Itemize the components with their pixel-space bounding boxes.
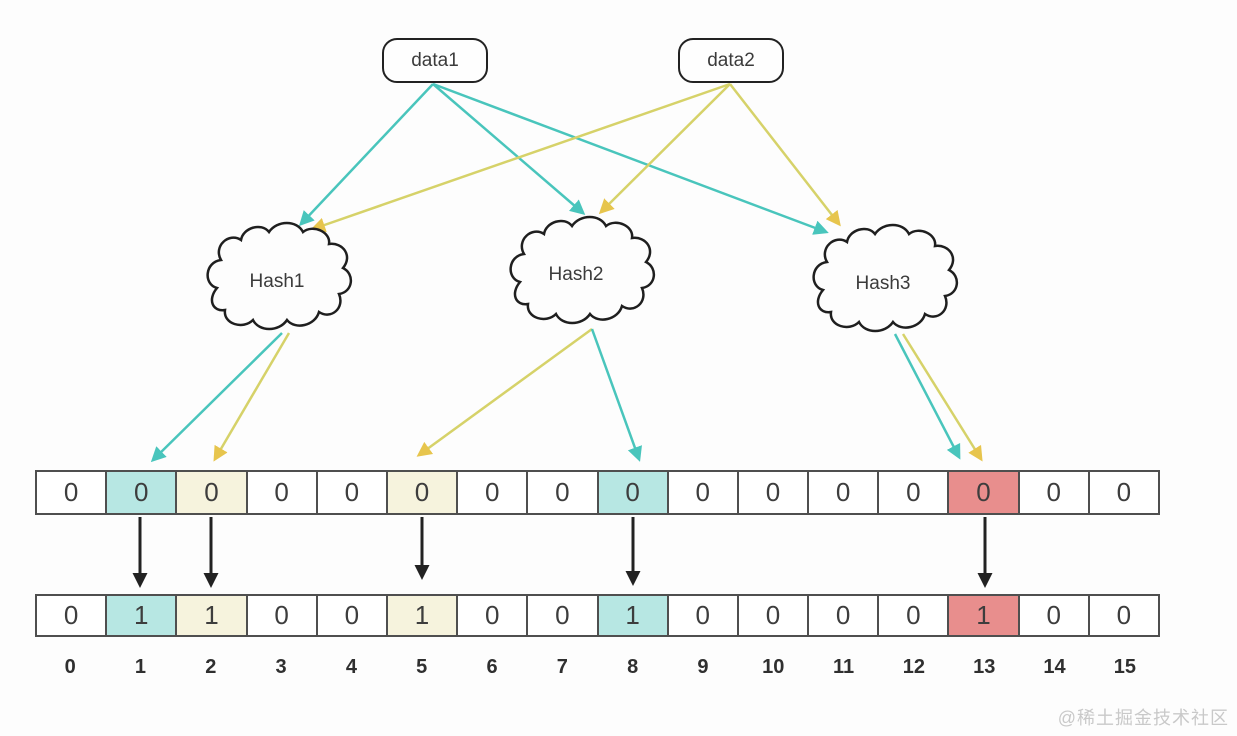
bit-after-cell-5: 1 bbox=[387, 596, 459, 635]
arrow-hash2-cell5 bbox=[416, 327, 593, 457]
arrow-hash3-cell13 bbox=[901, 333, 983, 462]
arrow-hash2-cell8 bbox=[590, 328, 642, 462]
hash2-label: Hash2 bbox=[548, 264, 604, 285]
bit-before-cell-15: 0 bbox=[1089, 472, 1158, 513]
arrow-data1-hash1 bbox=[298, 83, 434, 227]
index-label-1: 1 bbox=[134, 655, 147, 678]
bit-before-cell-8: 0 bbox=[598, 472, 669, 513]
bit-before-cell-2: 0 bbox=[177, 472, 248, 513]
index-label-10: 10 bbox=[762, 655, 785, 678]
data1-node: data1 bbox=[382, 38, 488, 83]
bit-before-cell-9: 0 bbox=[668, 472, 739, 513]
bit-before-cell-5: 0 bbox=[387, 472, 459, 513]
arrow-data1-hash3 bbox=[432, 82, 829, 235]
arrow-data2-hash1 bbox=[310, 82, 731, 233]
index-label-15: 15 bbox=[1113, 655, 1136, 678]
bit-before-cell-3: 0 bbox=[247, 472, 318, 513]
bit-after-cell-7: 0 bbox=[528, 596, 599, 635]
bit-after-cell-12: 0 bbox=[879, 596, 950, 635]
arrow-hash3-cell13 bbox=[893, 333, 961, 460]
index-label-14: 14 bbox=[1043, 655, 1066, 678]
bit-after-cell-15: 0 bbox=[1089, 596, 1158, 635]
index-label-2: 2 bbox=[205, 655, 217, 678]
bit-after-cell-10: 0 bbox=[738, 596, 810, 635]
bit-after-cell-4: 0 bbox=[317, 596, 388, 635]
bit-after-cell-0: 0 bbox=[37, 596, 108, 635]
arrow-data2-hash2 bbox=[598, 83, 731, 215]
bit-after-cell-1: 1 bbox=[107, 596, 178, 635]
index-label-3: 3 bbox=[275, 655, 287, 678]
index-label-12: 12 bbox=[902, 655, 926, 678]
bit-after-cell-2: 1 bbox=[177, 596, 248, 635]
arrow-data1-hash2 bbox=[432, 83, 586, 215]
bit-before-cell-4: 0 bbox=[317, 472, 388, 513]
bit-after-cell-13: 1 bbox=[949, 596, 1020, 635]
bit-after-cell-8: 1 bbox=[598, 596, 669, 635]
index-label-13: 13 bbox=[973, 655, 996, 678]
data2-label: data2 bbox=[707, 49, 755, 71]
bit-before-cell-14: 0 bbox=[1019, 472, 1090, 513]
bit-after-cell-11: 0 bbox=[809, 596, 880, 635]
arrow-data2-hash3 bbox=[729, 83, 841, 227]
index-label-8: 8 bbox=[627, 655, 639, 678]
index-label-5: 5 bbox=[416, 655, 428, 678]
bit-after-cell-9: 0 bbox=[668, 596, 739, 635]
bit-before-cell-13: 0 bbox=[949, 472, 1020, 513]
bit-before-cell-1: 0 bbox=[107, 472, 178, 513]
bit-before-cell-12: 0 bbox=[879, 472, 950, 513]
index-label-4: 4 bbox=[345, 655, 357, 678]
index-label-11: 11 bbox=[833, 655, 855, 678]
bit-before-cell-10: 0 bbox=[738, 472, 810, 513]
index-label-9: 9 bbox=[697, 655, 709, 678]
bit-after-cell-14: 0 bbox=[1019, 596, 1090, 635]
data2-node: data2 bbox=[678, 38, 784, 83]
bit-before-cell-7: 0 bbox=[528, 472, 599, 513]
bit-after-cell-6: 0 bbox=[458, 596, 529, 635]
watermark-text: @稀土掘金技术社区 bbox=[1057, 708, 1229, 728]
index-label-6: 6 bbox=[486, 655, 498, 678]
index-label-7: 7 bbox=[556, 655, 568, 678]
bit-after-cell-3: 0 bbox=[247, 596, 318, 635]
bit-before-cell-6: 0 bbox=[458, 472, 529, 513]
hash3-label: Hash3 bbox=[855, 273, 911, 294]
hash1-label: Hash1 bbox=[249, 271, 305, 292]
arrow-hash1-cell1 bbox=[150, 332, 283, 463]
data1-label: data1 bbox=[411, 49, 459, 71]
index-label-0: 0 bbox=[64, 655, 76, 678]
bit-before-cell-0: 0 bbox=[37, 472, 108, 513]
bit-before-cell-11: 0 bbox=[809, 472, 880, 513]
arrow-hash1-cell2 bbox=[213, 332, 291, 462]
